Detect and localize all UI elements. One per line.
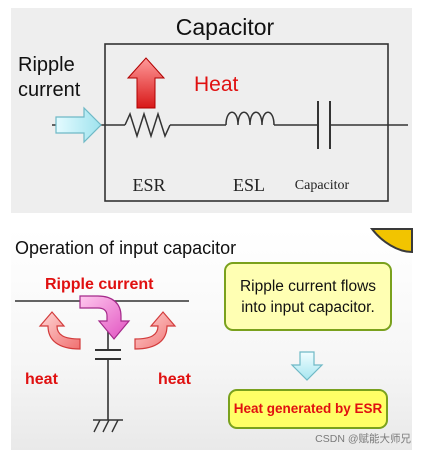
watermark: CSDN @赋能大师兄 xyxy=(315,433,411,445)
ripple-current-arrow-icon xyxy=(79,295,131,340)
heat-arrow-left-icon xyxy=(38,311,81,350)
esl-label: ESL xyxy=(233,175,265,195)
esl-inductor-symbol xyxy=(225,111,275,126)
heat-label-right: heat xyxy=(158,371,192,388)
ground-hatch-3 xyxy=(111,419,119,433)
heat-label: Heat xyxy=(194,73,239,96)
heat-arrow-right-icon xyxy=(134,311,177,350)
ripple-flow-note: Ripple current flows into input capacito… xyxy=(224,262,392,331)
ripple-arrow-icon xyxy=(55,106,102,144)
emblem-corner-icon xyxy=(369,228,413,254)
ripple-label-line1: Ripple xyxy=(18,54,75,76)
ripple-label-line2: current xyxy=(18,79,81,101)
capacitor-title: Capacitor xyxy=(176,14,275,40)
down-arrow-icon xyxy=(290,351,324,381)
heat-generated-note: Heat generated by ESR xyxy=(228,389,388,429)
component-box xyxy=(104,43,389,202)
ripple-current-label: Ripple current xyxy=(45,276,154,293)
ground-hatch-2 xyxy=(102,419,110,433)
operation-title: Operation of input capacitor xyxy=(15,238,236,258)
capacitor-label: Capacitor xyxy=(295,178,350,193)
esr-label: ESR xyxy=(132,175,165,195)
capacitor-model-panel xyxy=(11,8,412,213)
ripple-flow-note-line1: Ripple current flows xyxy=(239,278,377,295)
ripple-flow-note-line2: into input capacitor. xyxy=(241,299,375,316)
heat-arrow-icon xyxy=(126,57,166,109)
heat-label-left: heat xyxy=(25,371,59,388)
esr-resistor-symbol xyxy=(124,111,171,139)
ground-hatch-1 xyxy=(93,419,101,433)
